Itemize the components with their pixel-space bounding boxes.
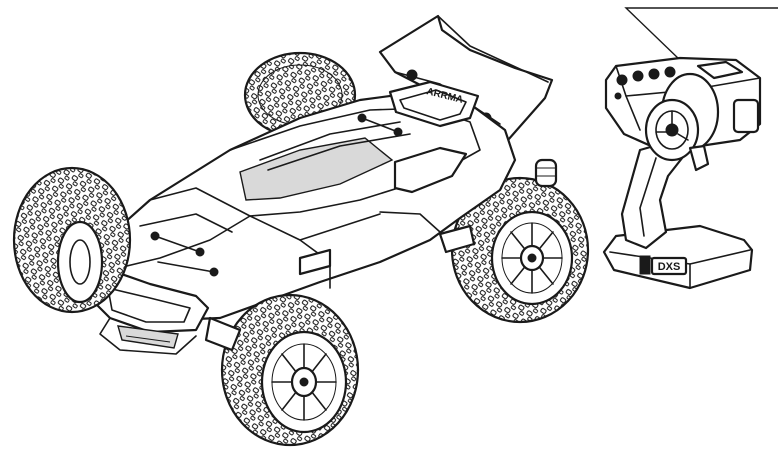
truck-body xyxy=(84,90,517,322)
logo-mark xyxy=(639,255,651,275)
battery-hatch: ARRMA xyxy=(388,80,480,128)
body-clips xyxy=(150,113,403,277)
rc-truck: ARRMA xyxy=(12,14,590,447)
transmitter-brand-label: DXS xyxy=(658,261,681,273)
rear-right-wheel xyxy=(450,176,590,324)
callout-line xyxy=(624,7,778,61)
suspension-arms xyxy=(204,224,476,352)
rear-shock-cap xyxy=(534,158,558,188)
transmitter: DXS xyxy=(602,7,778,290)
steering-wheel xyxy=(644,72,720,162)
front-right-wheel xyxy=(220,293,360,447)
throttle-trigger xyxy=(688,144,710,172)
front-grille xyxy=(90,268,210,355)
front-left-wheel xyxy=(12,166,132,314)
